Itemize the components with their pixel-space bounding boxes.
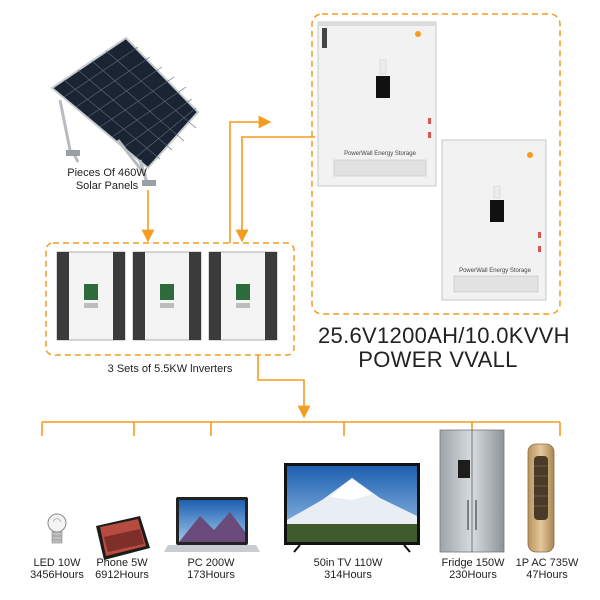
laptop-icon <box>164 497 260 552</box>
battery-group-box <box>311 13 561 315</box>
inverter-unit-2 <box>132 251 202 341</box>
device-label-phone: Phone 5W 6912Hours <box>77 557 167 581</box>
battery-cabinet-1 <box>317 21 437 187</box>
inverter-unit-3 <box>208 251 278 341</box>
device-name: 50in TV 110W <box>313 557 383 569</box>
device-name: Phone 5W <box>96 557 148 569</box>
tv-icon <box>284 463 420 553</box>
solar-panel-image <box>50 36 200 187</box>
battery-brand-text-2: PowerWall Energy Storage <box>459 268 531 274</box>
device-label-tv: 50in TV 110W 314Hours <box>303 557 393 581</box>
fridge-icon <box>439 429 505 553</box>
device-hours: 230Hours <box>449 569 497 581</box>
device-name: LED 10W <box>33 557 81 569</box>
inverter-unit-1 <box>56 251 126 341</box>
flow-lines <box>41 115 561 436</box>
inverter-group-box <box>45 242 295 356</box>
solar-label-line-2: Solar Panels <box>75 180 139 192</box>
battery-cabinet-2 <box>441 139 547 301</box>
device-label-pc: PC 200W 173Hours <box>166 557 256 581</box>
tower-ac-icon <box>527 443 555 553</box>
device-hours: 173Hours <box>187 569 235 581</box>
device-hours: 314Hours <box>324 569 372 581</box>
inverters-label: 3 Sets of 5.5KW lnverters <box>107 363 233 375</box>
battery-brand-text-1: PowerWall Energy Storage <box>344 151 416 157</box>
solar-label-line-1: Pieces Of 460W <box>67 167 147 179</box>
battery-title-line-1: 25.6V1200AH/10.0KVVH <box>318 323 570 348</box>
device-name: Fridge 150W <box>441 557 505 569</box>
device-hours: 3456Hours <box>30 569 84 581</box>
device-label-ac: 1P AC 735W 47Hours <box>502 557 592 581</box>
device-name: 1P AC 735W <box>515 557 579 569</box>
phone-icon <box>96 516 150 560</box>
battery-title-line-2: POWER VVALL <box>358 347 518 372</box>
device-label-led: LED 10W 3456Hours <box>12 557 102 581</box>
device-hours: 47Hours <box>526 569 568 581</box>
bulb-icon <box>47 513 67 544</box>
device-name: PC 200W <box>187 557 235 569</box>
battery-title: 25.6V1200AH/10.0KVVH POWER VVALL <box>318 323 570 372</box>
device-hours: 6912Hours <box>95 569 149 581</box>
solar-panel-label: Pieces Of 460W Solar Panels <box>52 167 162 193</box>
device-label-fridge: Fridge 150W 230Hours <box>428 557 518 581</box>
